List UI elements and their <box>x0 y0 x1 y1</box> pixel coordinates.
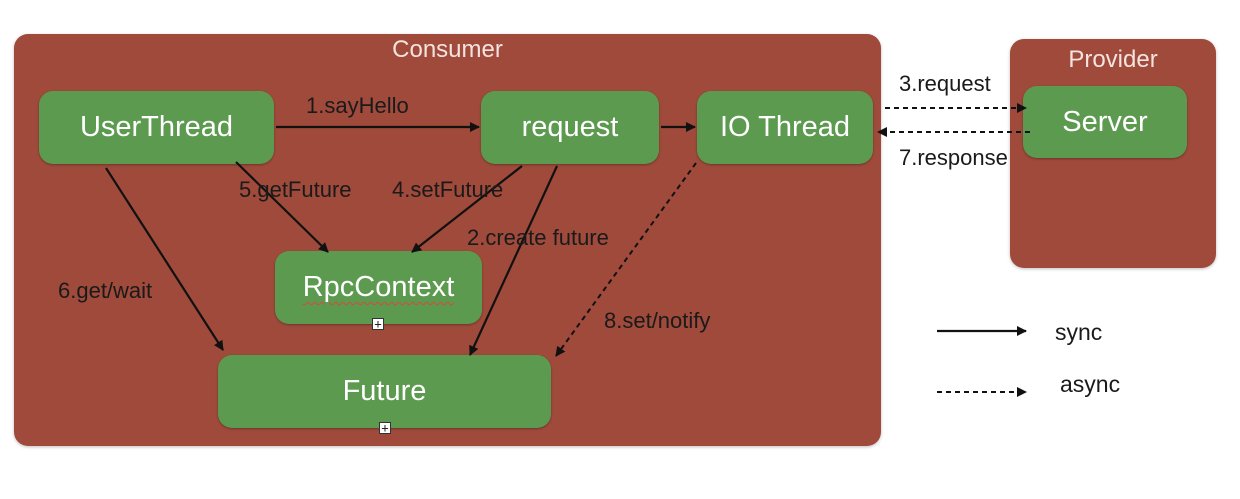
label-response: 7.response <box>899 145 1008 170</box>
label-get-wait: 6.get/wait <box>58 278 153 303</box>
label-say-hello: 1.sayHello <box>306 93 409 118</box>
future-expand-icon[interactable]: + <box>379 422 391 434</box>
label-set-notify: 8.set/notify <box>604 308 711 333</box>
label-set-future: 4.setFuture <box>392 177 504 202</box>
io-thread-node[interactable]: IO Thread <box>697 91 873 164</box>
label-get-future: 5.getFuture <box>239 177 352 202</box>
rpc-context-expand-icon[interactable]: + <box>372 318 384 330</box>
provider-title: Provider <box>1068 46 1158 73</box>
label-create-future: 2.create future <box>467 225 609 250</box>
consumer-title: Consumer <box>392 36 503 63</box>
legend-async-label: async <box>1060 371 1121 397</box>
legend-sync-label: sync <box>1055 319 1103 345</box>
rpc-context-label: RpcContext <box>302 271 455 303</box>
user-thread-node[interactable]: UserThread <box>39 91 274 164</box>
label-request: 3.request <box>899 71 991 96</box>
request-node[interactable]: request <box>481 91 659 164</box>
rpc-context-node[interactable]: RpcContext <box>275 251 482 324</box>
server-node[interactable]: Server <box>1023 86 1187 158</box>
future-node[interactable]: Future <box>218 355 551 428</box>
